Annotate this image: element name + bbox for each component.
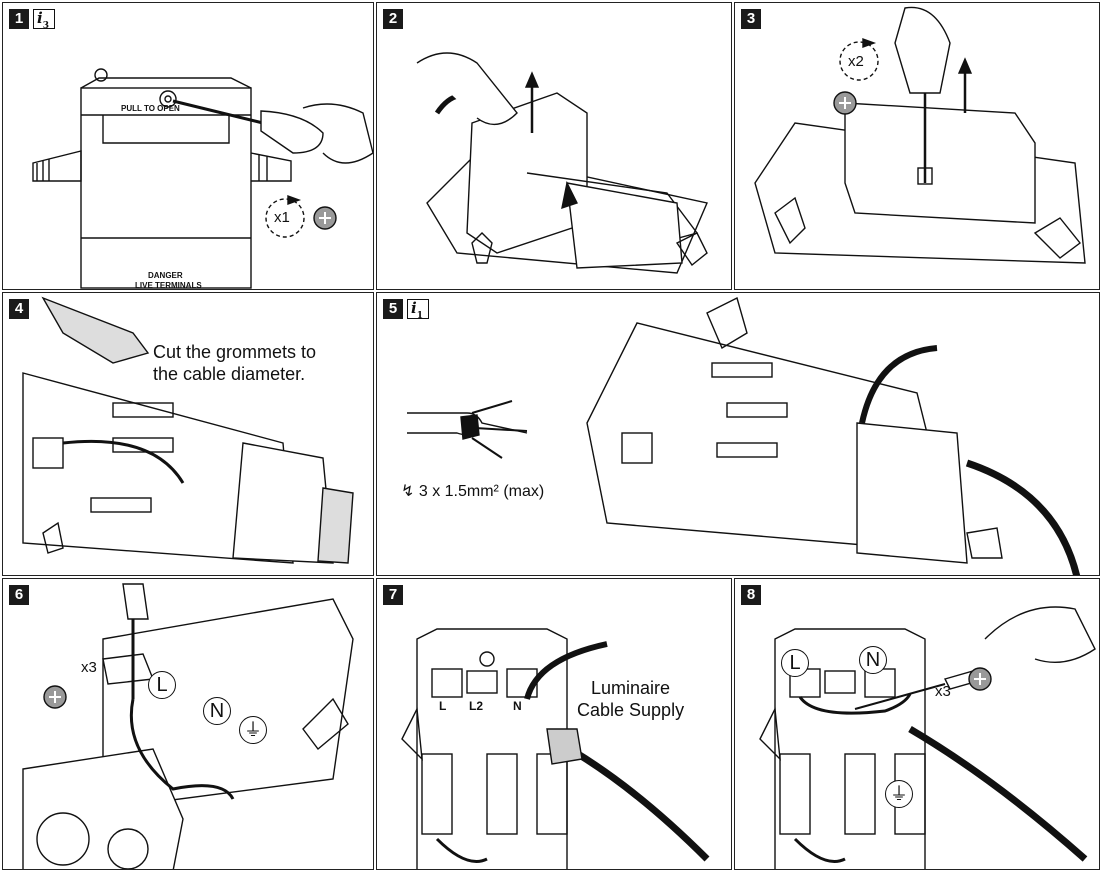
step-number: 7 <box>383 585 403 605</box>
step-3-panel: 3 x2 <box>734 2 1100 290</box>
screw-count: x3 <box>935 683 951 700</box>
cut-grommets-caption: Cut the grommets to the cable diameter. <box>153 342 317 384</box>
terminal-live-label: L <box>148 671 176 699</box>
step-1-panel: 1 i3 PULL TO OPEN x1 DANGER LIVE TERMINA… <box>2 2 374 290</box>
terminal-live-label: L <box>781 649 809 677</box>
step-5-illustration <box>407 296 1081 575</box>
step-6-panel: 6 x3 L N ⏚ <box>2 578 374 870</box>
terminal-neutral-label: N <box>203 697 231 725</box>
step-number: 2 <box>383 9 403 29</box>
step-number: 6 <box>9 585 29 605</box>
step-6-illustration <box>22 583 354 869</box>
step-2-illustration <box>416 52 708 274</box>
step-1-illustration <box>32 68 373 289</box>
pull-to-open-text: PULL TO OPEN <box>121 104 180 113</box>
step-number: 3 <box>741 9 761 29</box>
luminaire-cable-supply-caption: Luminaire Cable Supply <box>577 678 685 720</box>
step-number: 1 <box>9 9 29 29</box>
step-7-illustration <box>401 628 710 869</box>
rotation-count: x2 <box>848 53 864 70</box>
step-number: 5 <box>383 299 403 319</box>
info-icon: i3 <box>33 9 55 31</box>
step-4-panel: 4 Cut the grommets to the cable diameter… <box>2 292 374 576</box>
terminal-l2-text: L2 <box>469 699 484 713</box>
step-number: 8 <box>741 585 761 605</box>
screw-count: x3 <box>81 659 97 676</box>
step-number: 4 <box>9 299 29 319</box>
danger-text: DANGER <box>148 271 183 280</box>
step-4-illustration <box>22 296 354 564</box>
ground-symbol-icon: ⏚ <box>239 716 267 744</box>
terminal-n-text: N <box>513 699 522 713</box>
ground-symbol-icon: ⏚ <box>885 780 913 808</box>
terminal-l-text: L <box>439 699 447 713</box>
rotation-count: x1 <box>274 209 290 226</box>
cable-spec-label: ↯ 3 x 1.5mm² (max) <box>401 481 544 501</box>
step-5-panel: 5 i1 ↯ 3 x 1.5mm² (max) <box>376 292 1100 576</box>
live-terminals-text: LIVE TERMINALS <box>135 281 202 290</box>
terminal-neutral-label: N <box>859 646 887 674</box>
cable-spec-text: 3 x 1.5mm² (max) <box>418 483 545 500</box>
step-3-illustration <box>754 6 1086 264</box>
step-8-illustration <box>759 606 1096 869</box>
step-7-panel: 7 L L2 N Luminaire Cable Supply <box>376 578 732 870</box>
info-icon: i1 <box>407 299 429 321</box>
lightning-icon: ↯ <box>401 483 415 500</box>
step-2-panel: 2 <box>376 2 732 290</box>
step-8-panel: 8 L N ⏚ x3 <box>734 578 1100 870</box>
